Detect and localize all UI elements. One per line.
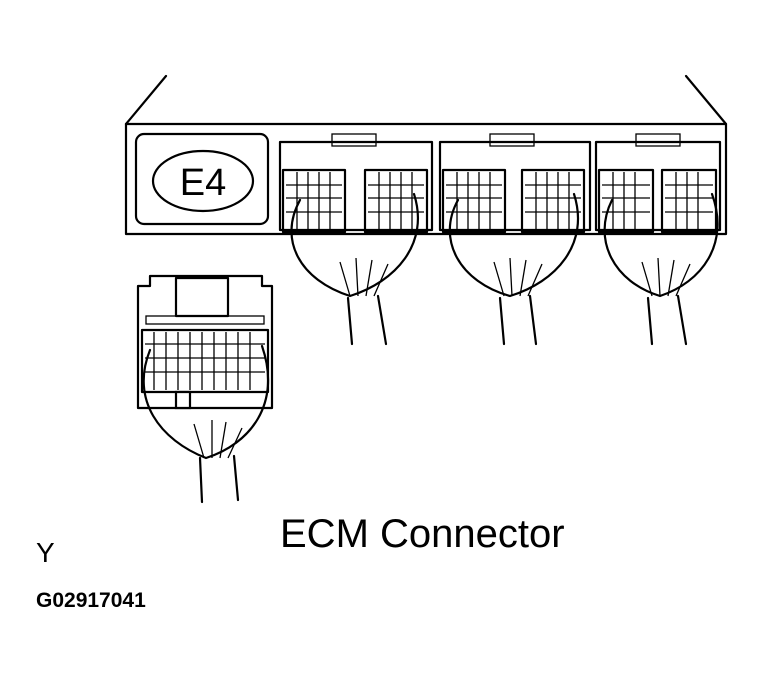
ecm-connector-3 [594,133,722,346]
view-letter: Y [36,537,55,568]
ecm-connector-2 [438,133,592,346]
ecm-connector-1 [278,133,434,346]
figure-code: G02917041 [36,589,146,612]
connector-label: E4 [180,162,226,204]
figure-caption: ECM Connector [280,512,565,556]
harness-connector [136,274,274,504]
connector-label-oval [151,149,255,213]
ecm-housing: E4 [124,74,728,236]
